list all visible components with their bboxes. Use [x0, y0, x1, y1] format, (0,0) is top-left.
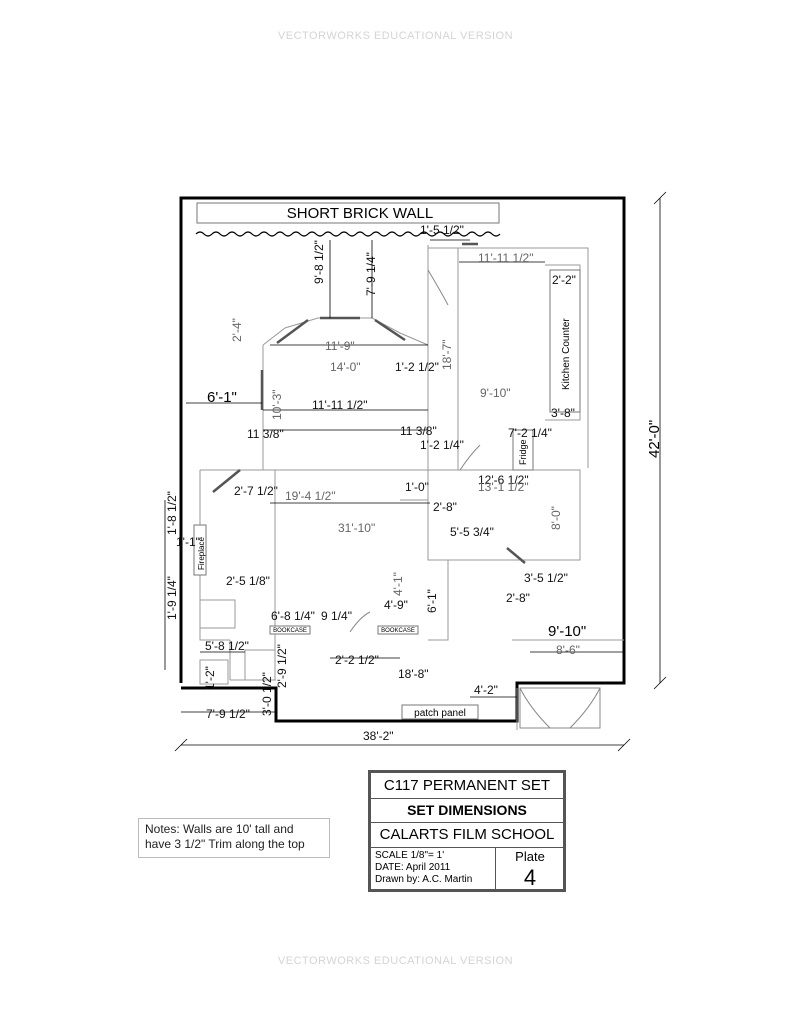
dim-31-10: 31'-10" [338, 521, 375, 535]
dim-5-5-3-4: 5'-5 3/4" [450, 525, 494, 539]
bookcase-right [377, 625, 419, 635]
patch-panel-label: patch panel [414, 708, 466, 719]
dim-7-2-1-4: 7'-2 1/4" [508, 426, 552, 440]
dim-9-10-kitchen: 9'-10" [480, 386, 511, 400]
title-block-subtitle: SET DIMENSIONS [371, 798, 563, 823]
dim-19-4-1-2: 19'-4 1/2" [285, 489, 336, 503]
dim-13-1-1-2: 13'-1 1/2" [478, 480, 529, 494]
dim-4-9: 4'-9" [384, 598, 408, 612]
dim-3-8: 3'-8" [551, 406, 575, 420]
dim-6-1-left: 6'-1" [207, 389, 237, 406]
bookcase-left [269, 625, 311, 635]
brick-wall-wave [195, 231, 501, 237]
dim-4-2: 4'-2" [474, 683, 498, 697]
wall-label: SHORT BRICK WALL [287, 205, 433, 222]
dim-9-10-right: 9'-10" [548, 623, 586, 640]
dim-2-2: 2'-2" [552, 273, 576, 287]
dim-7-9-1-4: 7'-9 1/4" [364, 252, 378, 296]
dim-3-5-1-2: 3'-5 1/2" [524, 571, 568, 585]
dim-8-0: 8'-0" [549, 506, 563, 530]
dim-11-3-8-left: 11 3/8" [247, 427, 284, 441]
dimension-lines [164, 191, 667, 752]
door-swings [349, 269, 601, 729]
patch-panel [401, 704, 479, 720]
scale-text: SCALE 1/8"= 1' [375, 850, 445, 861]
outer-wall [179, 196, 626, 723]
fridge [512, 429, 534, 471]
dim-2-4: 2'-4" [230, 318, 244, 342]
dim-3-0-1-2: 3'-0 1/2" [260, 672, 274, 716]
dim-9-1-4: 9 1/4" [321, 609, 352, 623]
dim-2-9-1-2: 2'-9 1/2" [275, 644, 289, 688]
dim-8-6: 8'-6" [556, 643, 580, 657]
notes-box: Notes: Walls are 10' tall and have 3 1/2… [138, 818, 330, 858]
dim-11-11-1-2-mid: 11'-11 1/2" [312, 398, 367, 412]
dim-1-2-1-2: 1'-2 1/2" [395, 360, 439, 374]
dim-2-2-1-2: 2'-2 1/2" [335, 653, 379, 667]
dim-2-8-right: 2'-8" [506, 591, 530, 605]
dim-14-0: 14'-0" [330, 360, 361, 374]
kitchen-counter [549, 269, 581, 413]
title-block-school: CALARTS FILM SCHOOL [371, 822, 563, 848]
watermark-bottom: VECTORWORKS EDUCATIONAL VERSION [277, 955, 514, 967]
dim-7-9-1-2: 7'-9 1/2" [206, 707, 250, 721]
title-block-info: SCALE 1/8"= 1' DATE: April 2011 Drawn by… [375, 850, 472, 886]
bookcase-left-label: BOOKCASE [273, 628, 307, 634]
dim-1-2: 1'-2" [203, 666, 217, 690]
dim-11-9: 11'-9" [325, 339, 355, 353]
dim-6-1-mid: 6'-1" [425, 589, 439, 613]
bookcase-right-label: BOOKCASE [381, 628, 415, 634]
dim-9-8-1-2: 9'-8 1/2" [312, 240, 326, 284]
dim-12-6-1-2: 12'-6 1/2" [478, 473, 529, 487]
dim-1-5-1-2: 1'-5 1/2" [420, 223, 464, 237]
dim-18-8: 18'-8" [398, 667, 429, 681]
title-block: C117 PERMANENT SET SET DIMENSIONS CALART… [368, 770, 566, 892]
plate-box: Plate 4 [495, 847, 564, 890]
plate-label: Plate [515, 849, 545, 864]
fireplace [193, 524, 207, 576]
notes-line-2: have 3 1/2" Trim along the top [145, 837, 305, 851]
dim-1-1: 1'-1" [176, 535, 200, 549]
dim-10-3: 10'-3" [270, 389, 284, 420]
dim-1-0: 1'-0" [405, 480, 429, 494]
dim-1-2-1-4: 1'-2 1/4" [420, 438, 464, 452]
windows-doors [212, 242, 526, 564]
plate-number: 4 [523, 865, 537, 890]
dim-2-7-1-2: 2'-7 1/2" [234, 484, 278, 498]
watermark-top: VECTORWORKS EDUCATIONAL VERSION [277, 30, 514, 42]
kitchen-counter-label: Kitchen Counter [561, 318, 572, 390]
dim-6-8-1-4: 6'-8 1/4" [271, 609, 315, 623]
title-block-title: C117 PERMANENT SET [371, 773, 563, 799]
date-text: DATE: April 2011 [375, 862, 451, 873]
dim-1-8-1-2: 1'-8 1/2" [165, 491, 179, 535]
dim-11-3-8-right: 11 3/8" [400, 424, 437, 438]
fridge-label: Fridge [518, 439, 528, 465]
dim-11-11-1-2-top: 11'-11 1/2" [478, 251, 533, 265]
notes-line-1: Notes: Walls are 10' tall and [145, 822, 294, 836]
brick-wall-band [196, 202, 500, 224]
dim-42-0: 42'-0" [646, 420, 663, 458]
dim-5-8-1-2: 5'-8 1/2" [205, 639, 249, 653]
dim-18-7: 18'-7" [440, 339, 454, 370]
dim-38-2: 38'-2" [363, 729, 394, 743]
dim-4-1: 4'-1" [391, 572, 405, 596]
dim-1-9-1-4: 1'-9 1/4" [165, 576, 179, 620]
drawn-by-text: Drawn by: A.C. Martin [375, 874, 473, 885]
dim-2-5-1-8: 2'-5 1/8" [226, 574, 270, 588]
fireplace-label: Fireplace [197, 537, 206, 570]
dim-2-8-mid: 2'-8" [433, 500, 457, 514]
